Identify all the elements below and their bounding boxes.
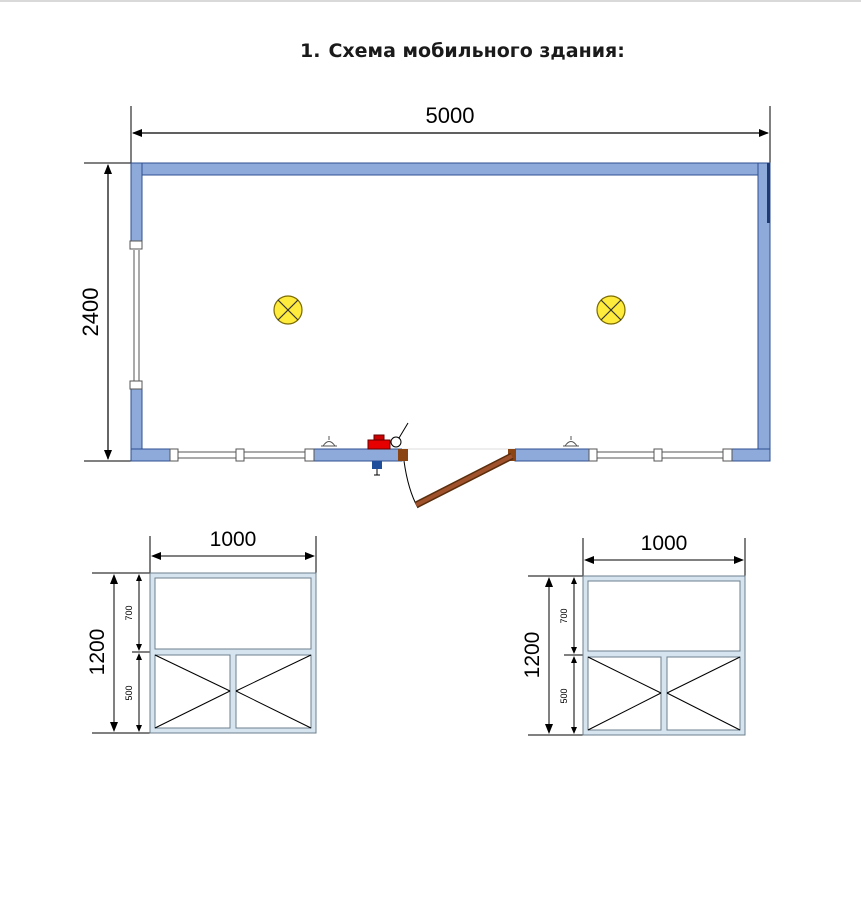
wall-bottom-left [130,448,172,462]
window-right-height-label: 1200 [521,632,544,679]
window-right-lower-label: 500 [559,688,569,703]
wall-right-edge [767,163,770,223]
plan-height-label: 2400 [78,288,103,337]
window-bottom-right [588,448,733,462]
window-left-height-label: 1200 [86,629,109,676]
wall-bottom-mid-right [514,448,591,462]
door-frame-right [508,449,516,461]
window-right-upper-label: 700 [559,608,569,623]
plan-width-dimension: 5000 [130,103,771,163]
heading-text: Схема мобильного здания: [328,40,625,62]
plan-width-label: 5000 [426,103,475,128]
door [398,448,516,509]
window-left-wall [129,240,143,390]
window-left-width-label: 1000 [210,528,257,551]
electrical-panel [367,422,409,450]
window-detail-right: 1000 1200 700 500 [521,532,746,736]
plan-height-dimension: 2400 [78,162,131,462]
window-detail-left: 1000 1200 700 500 [86,528,317,734]
heading-number: 1. [300,40,321,62]
door-frame-left [398,449,408,461]
wall-top [130,162,771,176]
section-heading: 1. Схема мобильного здания: [300,40,720,62]
wall-left-upper [130,162,143,244]
door-swing-arc [403,460,419,509]
lamp-right-icon [596,295,626,325]
wall-bottom-right [731,448,771,462]
window-bottom-left [169,448,315,462]
window-right-width-label: 1000 [641,532,688,555]
walls [130,162,771,462]
outlet-icon [372,461,382,476]
window-left-lower-label: 500 [124,685,134,700]
window-left-upper-label: 700 [124,605,134,620]
wall-bottom-mid-left [313,448,403,462]
lamp-left-icon [273,295,303,325]
top-divider [0,0,861,2]
floor-plan: 5000 2400 [78,103,771,509]
switch-icon [390,436,402,448]
heater-left [321,436,337,447]
heater-right [563,436,579,447]
